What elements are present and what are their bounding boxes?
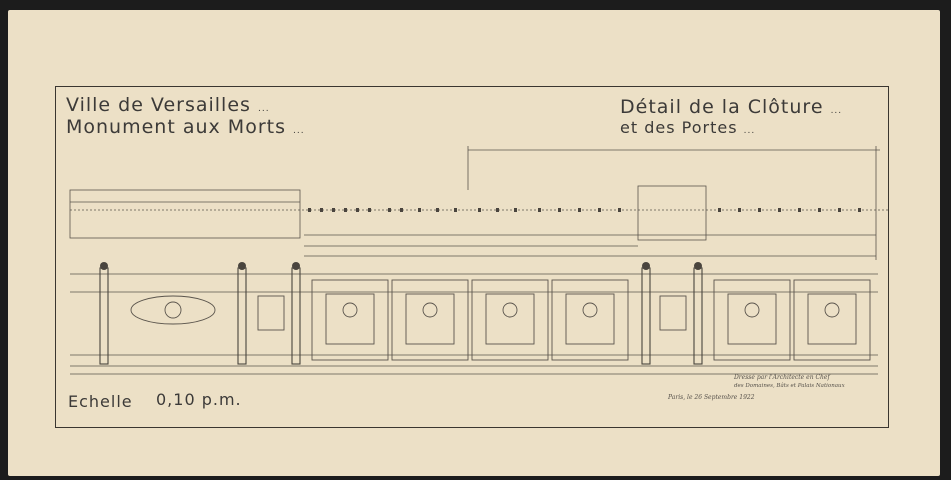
title-detail-cloture: Détail de la Clôture ... — [620, 96, 843, 118]
drawing-frame — [55, 86, 889, 428]
fence-drawing — [69, 146, 888, 375]
post-finials — [100, 262, 702, 270]
title-monument-aux-morts: Monument aux Morts ... — [66, 116, 305, 138]
scale-label: Echelle — [68, 392, 133, 411]
plan-left-block — [69, 189, 301, 239]
scale-value: 0,10 p.m. — [156, 390, 242, 409]
fence-posts — [99, 267, 703, 365]
title-et-des-portes: et des Portes ... — [620, 118, 756, 137]
blueprint-sheet: Ville de Versailles ... Monument aux Mor… — [8, 10, 940, 476]
fence-panels — [130, 279, 871, 361]
plan-bar-marks — [308, 208, 861, 212]
signature-dresse: Dressé par l'Architecte en Chef — [734, 374, 830, 381]
signature-role: des Domaines, Bâts et Palais Nationaux — [734, 383, 845, 389]
title-ville-de-versailles: Ville de Versailles ... — [66, 94, 270, 116]
signature-place-date: Paris, le 26 Septembre 1922 — [668, 394, 755, 401]
plan-right-block — [637, 185, 707, 241]
